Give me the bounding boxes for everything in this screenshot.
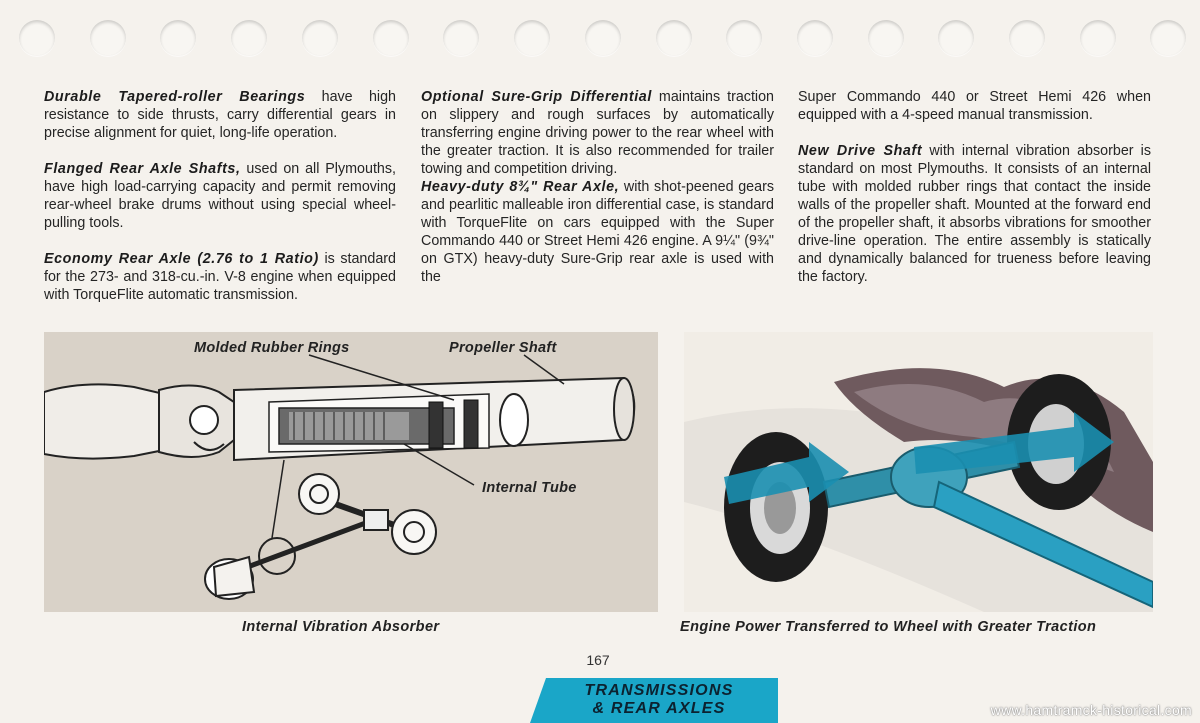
binder-hole (90, 20, 126, 56)
binder-holes (0, 20, 1200, 60)
binder-hole (868, 20, 904, 56)
binder-hole (656, 20, 692, 56)
section-title-line-2: & REAR AXLES (592, 700, 726, 717)
paragraph-bearings: Durable Tapered-roller Bearings have hig… (44, 88, 396, 142)
paragraph-heavy-duty-axle: Heavy-duty 8¾" Rear Axle, with shot-peen… (421, 178, 774, 286)
body-heavy-duty-axle: with shot-peened gears and pearlitic mal… (421, 179, 774, 285)
binder-hole (231, 20, 267, 56)
binder-hole (1150, 20, 1186, 56)
body-economy-axle: is standard for the 273- and 318-cu.-in.… (44, 251, 396, 303)
binder-hole (514, 20, 550, 56)
caption-vibration-absorber: Internal Vibration Absorber (242, 619, 440, 635)
binder-hole (302, 20, 338, 56)
heading-axle-shafts: Flanged Rear Axle Shafts, (44, 161, 241, 177)
body-sure-grip: maintains traction on slippery and rough… (421, 89, 775, 177)
binder-hole (726, 20, 762, 56)
body-drive-shaft: with internal vibration absorber is stan… (798, 143, 1151, 285)
paragraph-sure-grip: Optional Sure-Grip Differential maintain… (421, 88, 774, 178)
binder-hole (373, 20, 409, 56)
section-tab (530, 678, 778, 723)
binder-hole (938, 20, 974, 56)
binder-hole (585, 20, 621, 56)
binder-hole (1080, 20, 1116, 56)
binder-hole (443, 20, 479, 56)
paragraph-economy-axle: Economy Rear Axle (2.76 to 1 Ratio) is s… (44, 250, 396, 304)
traction-illustration (684, 368, 1153, 612)
binder-hole (797, 20, 833, 56)
paragraph-continued: Super Commando 440 or Street Hemi 426 wh… (798, 88, 1151, 124)
drive-shaft-illustration (44, 354, 636, 600)
text-column-3: Super Commando 440 or Street Hemi 426 wh… (798, 88, 1151, 286)
text-column-2: Optional Sure-Grip Differential maintain… (421, 88, 774, 286)
body-continued: Super Commando 440 or Street Hemi 426 wh… (798, 89, 1151, 123)
text-column-1: Durable Tapered-roller Bearings have hig… (44, 88, 396, 304)
figure-traction (684, 332, 1153, 612)
body-bearings: have high resistance to side thrusts, ca… (44, 89, 396, 141)
caption-traction: Engine Power Transferred to Wheel with G… (680, 619, 1097, 635)
page-number: 167 (586, 652, 610, 668)
label-internal-tube: Internal Tube (482, 480, 577, 496)
heading-economy-axle: Economy Rear Axle (2.76 to 1 Ratio) (44, 251, 319, 267)
heading-bearings: Durable Tapered-roller Bearings (44, 89, 306, 105)
paragraph-drive-shaft: New Drive Shaft with internal vibration … (798, 142, 1151, 286)
heading-heavy-duty-axle: Heavy-duty 8¾" Rear Axle, (421, 179, 620, 195)
heading-sure-grip: Optional Sure-Grip Differential (421, 89, 652, 105)
watermark: www.hamtramck-historical.com (990, 702, 1192, 718)
figure-vibration-absorber: Molded Rubber Rings Propeller Shaft Inte… (44, 332, 658, 612)
binder-hole (19, 20, 55, 56)
body-axle-shafts: used on all Plymouths, have high load-ca… (44, 161, 396, 231)
label-propeller-shaft: Propeller Shaft (449, 340, 557, 356)
section-title: TRANSMISSIONS & REAR AXLES (548, 682, 770, 718)
heading-drive-shaft: New Drive Shaft (798, 143, 923, 159)
paragraph-axle-shafts: Flanged Rear Axle Shafts, used on all Pl… (44, 160, 396, 232)
binder-hole (1009, 20, 1045, 56)
label-molded-rubber-rings: Molded Rubber Rings (194, 340, 350, 356)
binder-hole (160, 20, 196, 56)
section-title-line-1: TRANSMISSIONS (584, 682, 734, 699)
